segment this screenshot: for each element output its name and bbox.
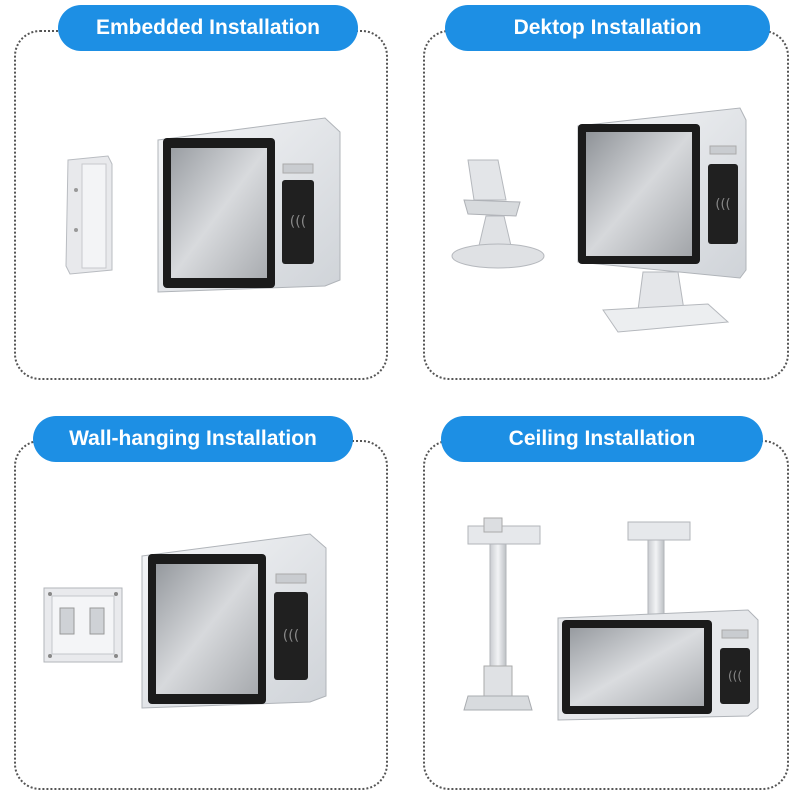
ceiling-pole-icon [463,517,541,711]
desktop-illustration: ((( [451,107,747,333]
desktop-stand-icon [451,159,545,269]
embedded-installation-title: Embedded Installation [58,5,358,51]
wall-hanging-monitor-icon: ((( [141,533,327,709]
svg-text:(((: ((( [715,197,730,212]
ceiling-monitor-icon: ((( [557,521,759,721]
desktop-monitor-icon: ((( [577,107,747,333]
embedded-illustration: ((( [65,117,341,293]
desktop-installation-title: Dektop Installation [445,5,770,51]
svg-text:(((: ((( [728,669,742,683]
svg-text:(((: ((( [290,214,306,230]
wall-hanging-illustration: ((( [43,533,327,709]
wall-hanging-installation-title: Wall-hanging Installation [33,416,353,462]
vesa-wall-plate-icon [43,587,123,663]
svg-text:(((: ((( [283,628,299,644]
embedded-bracket-icon [65,155,113,275]
ceiling-installation-title: Ceiling Installation [441,416,763,462]
embedded-monitor-icon: ((( [157,117,341,293]
ceiling-illustration: ((( [463,517,759,721]
